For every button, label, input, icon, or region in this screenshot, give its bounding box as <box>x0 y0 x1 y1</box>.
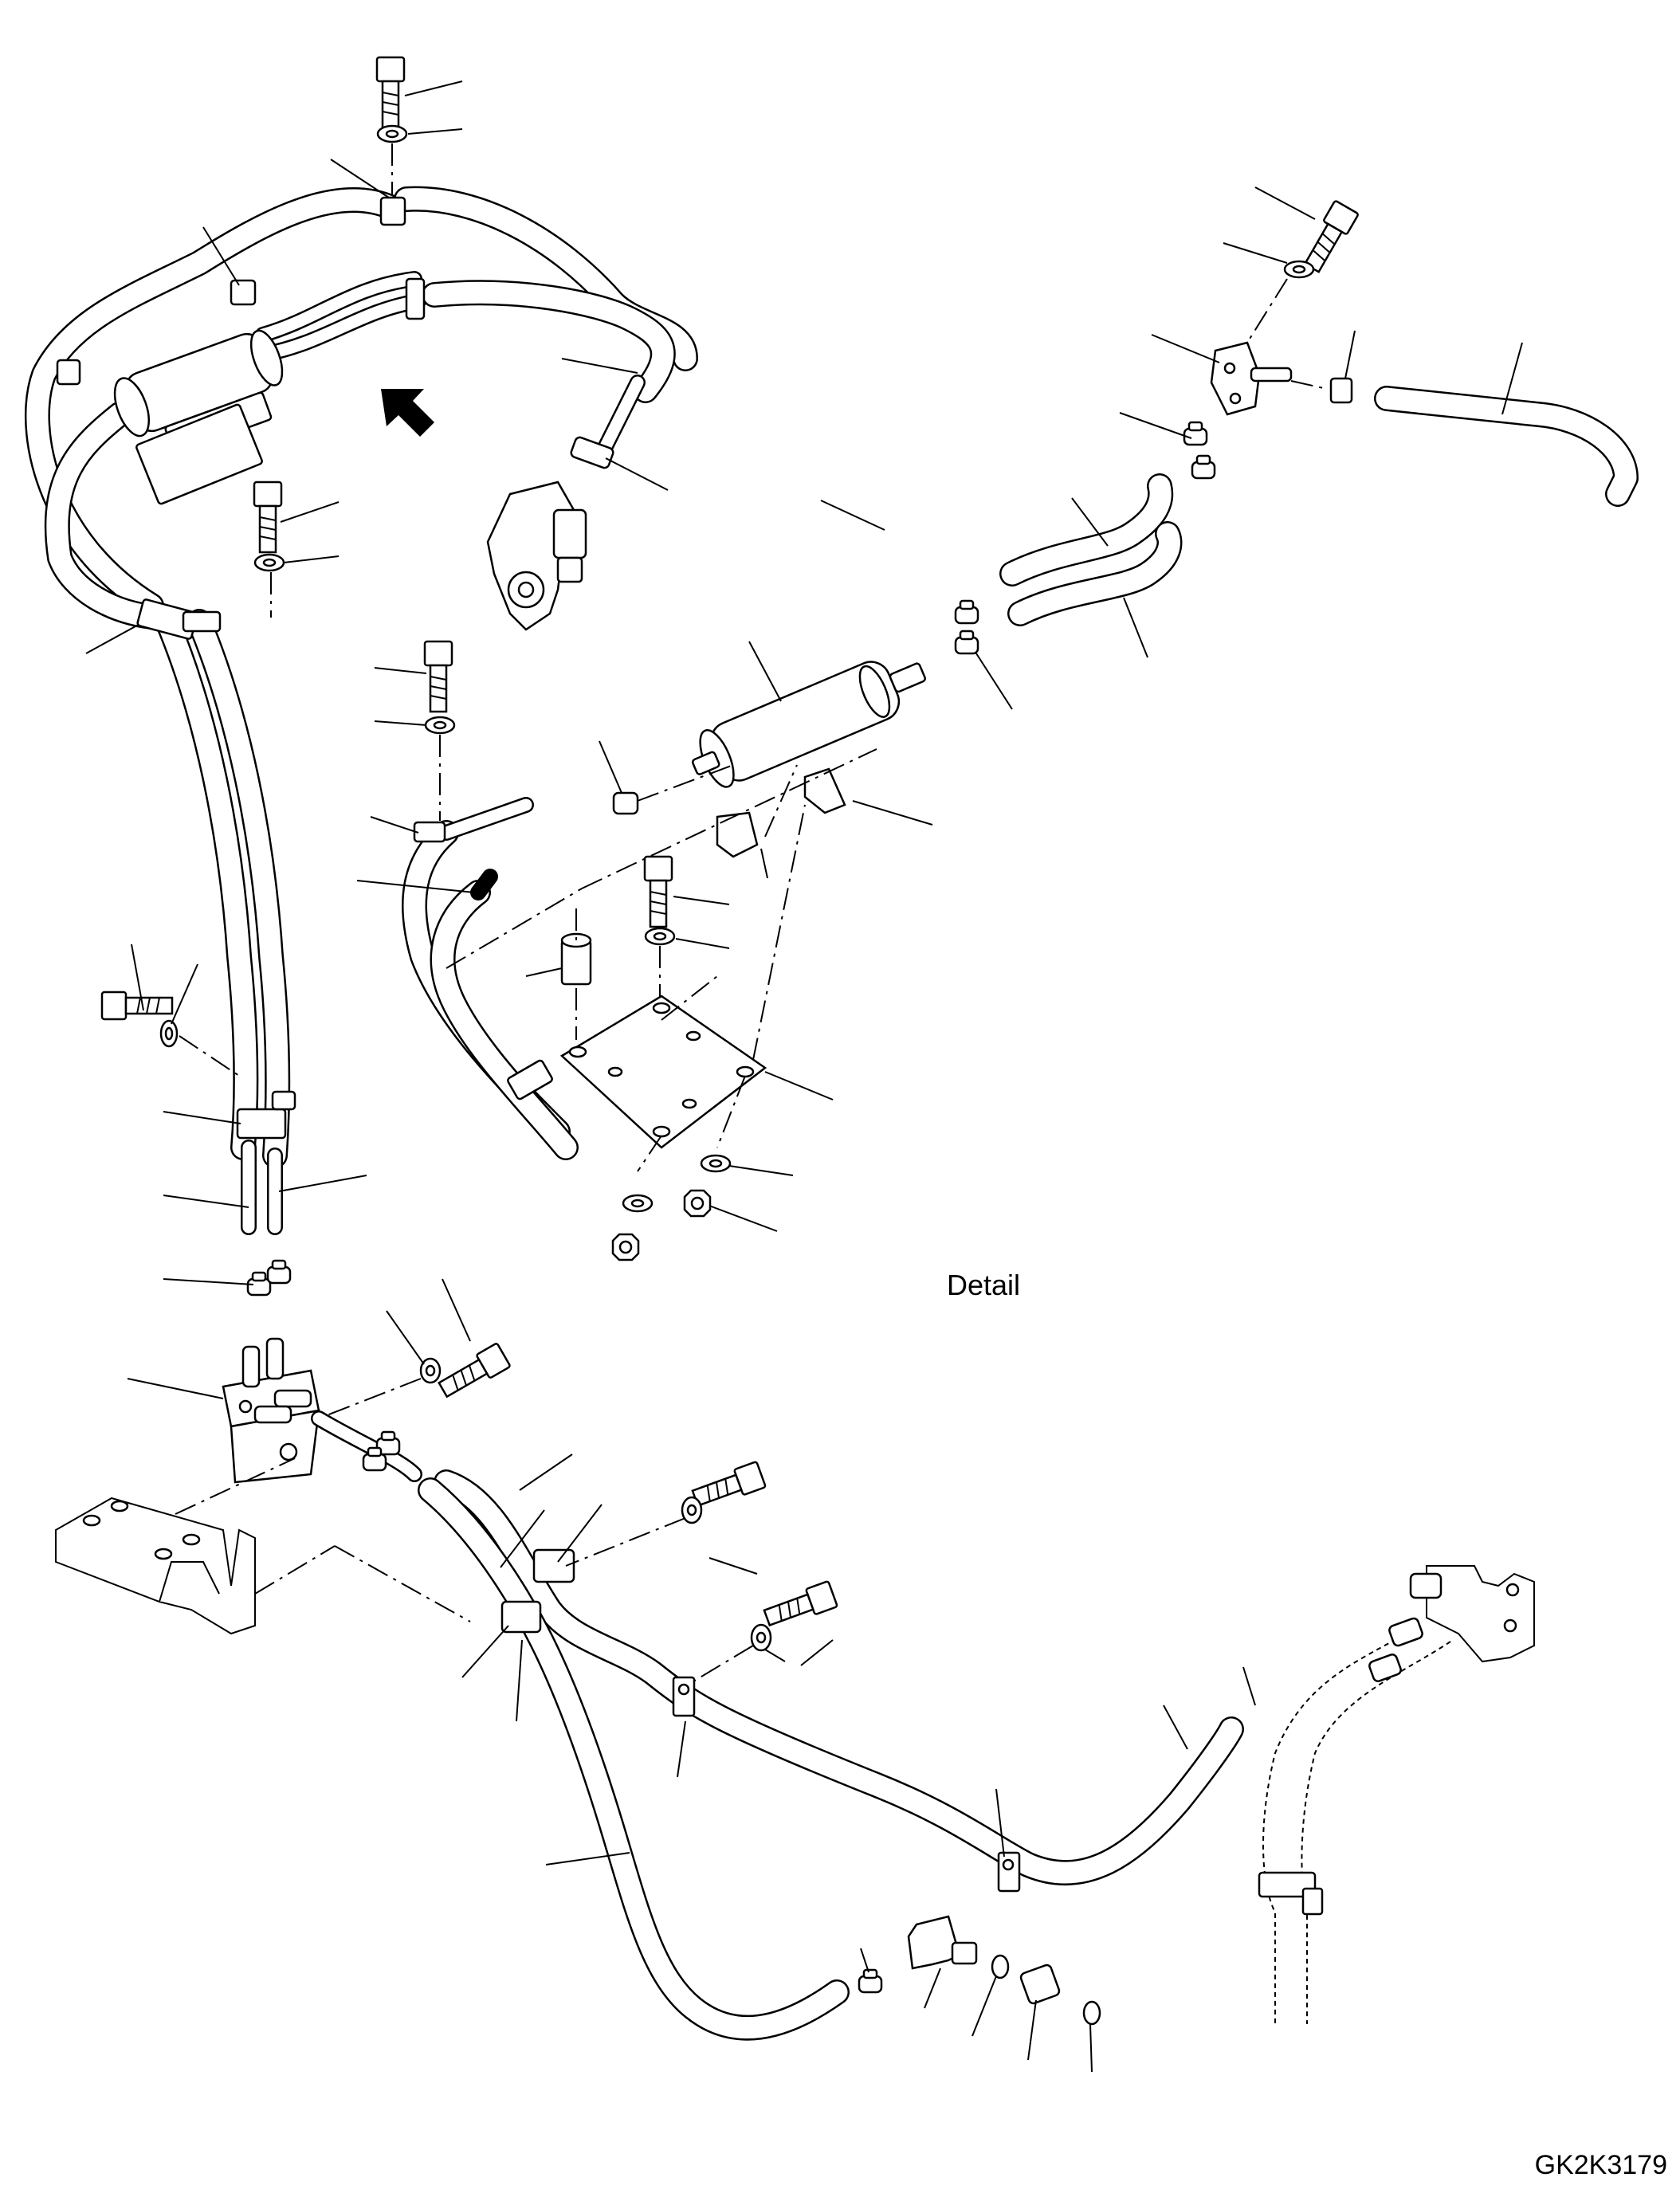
washer-icon <box>622 1194 654 1213</box>
bolt-icon <box>761 1579 839 1632</box>
bolt-icon <box>375 56 406 129</box>
washer-icon <box>1283 260 1315 279</box>
washer-icon <box>750 1623 772 1652</box>
bolt-icon <box>435 1342 512 1403</box>
nut-icon <box>683 1189 712 1218</box>
detail-label: Detail <box>947 1269 1021 1301</box>
washer-icon <box>376 124 408 143</box>
fuel-pump-unit <box>486 375 669 631</box>
clip-icon <box>266 1259 292 1285</box>
nut-icon <box>611 1233 640 1261</box>
washer-icon <box>159 1019 179 1048</box>
clip-icon <box>858 1968 883 1994</box>
clip-icon <box>954 630 979 655</box>
fuel-filter-assembly <box>24 56 698 654</box>
bolt-icon <box>689 1460 767 1512</box>
clip-icon <box>1183 421 1208 446</box>
detail-view <box>356 186 1639 1261</box>
washer-icon <box>419 1357 442 1384</box>
drawing-code: GK2K3179 <box>1534 2150 1667 2180</box>
washer-icon <box>700 1154 732 1173</box>
lower-hose-run <box>311 1410 1256 2073</box>
washer-icon <box>253 553 285 572</box>
washer-icon <box>681 1496 703 1524</box>
front-direction-arrow-icon <box>381 389 434 437</box>
bolt-icon <box>643 855 673 928</box>
clip-icon <box>1191 454 1216 480</box>
bolt-icon <box>423 640 453 713</box>
washer-icon <box>424 716 456 735</box>
bolt-icon <box>253 481 283 554</box>
main-hose-run <box>100 598 367 1297</box>
washer-icon <box>644 927 676 946</box>
frame-bracket <box>55 1457 471 1635</box>
right-connector-bracket <box>1258 1565 1535 2024</box>
bolt-icon <box>100 991 174 1021</box>
clip-icon <box>954 599 979 625</box>
hose-joint-block <box>127 1337 320 1484</box>
